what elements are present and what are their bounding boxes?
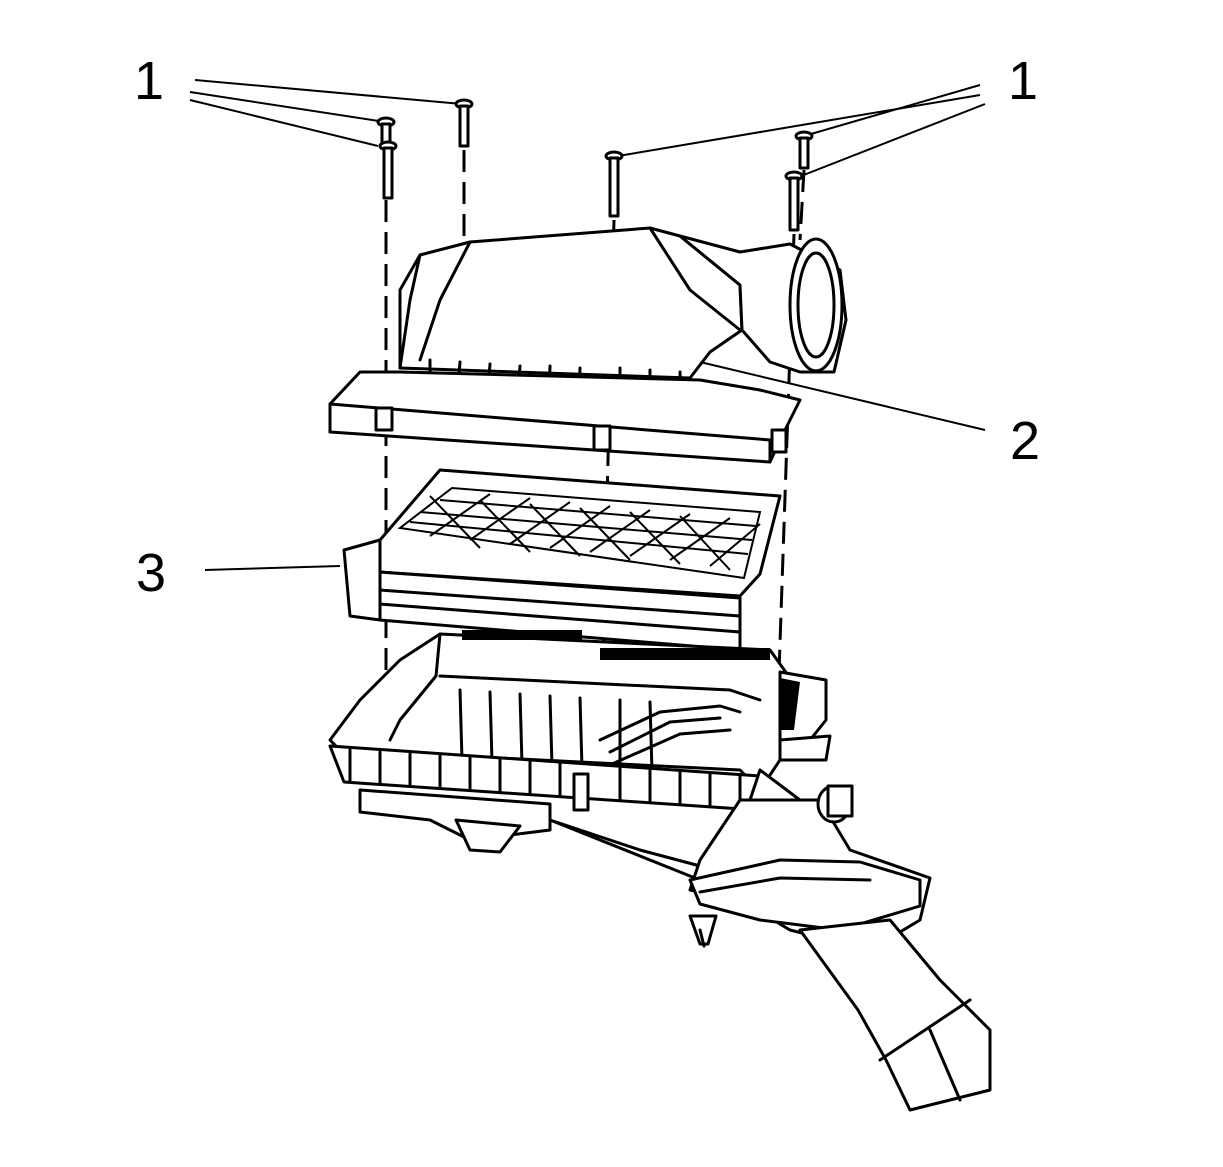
bolt-icon-3 — [378, 140, 398, 200]
callout-2: 2 — [1010, 411, 1041, 471]
air-cleaner-lower-housing — [328, 630, 832, 854]
bolt-icon — [376, 98, 814, 232]
filter-grid — [397, 486, 762, 580]
bolt-icon-2 — [376, 116, 396, 150]
callout-1-left: 1 — [134, 51, 165, 111]
leader-lines — [189, 79, 986, 571]
bolt-icon-4 — [604, 150, 624, 218]
air-cleaner-cover — [328, 226, 848, 464]
bolt-icon-1 — [454, 98, 474, 148]
intake-duct — [548, 768, 992, 1112]
bolt-icon-5 — [794, 130, 814, 170]
callout-3: 3 — [136, 543, 167, 603]
callout-1-right: 1 — [1008, 51, 1039, 111]
air-filter-element — [342, 468, 782, 652]
bolt-icon-6 — [784, 170, 804, 232]
